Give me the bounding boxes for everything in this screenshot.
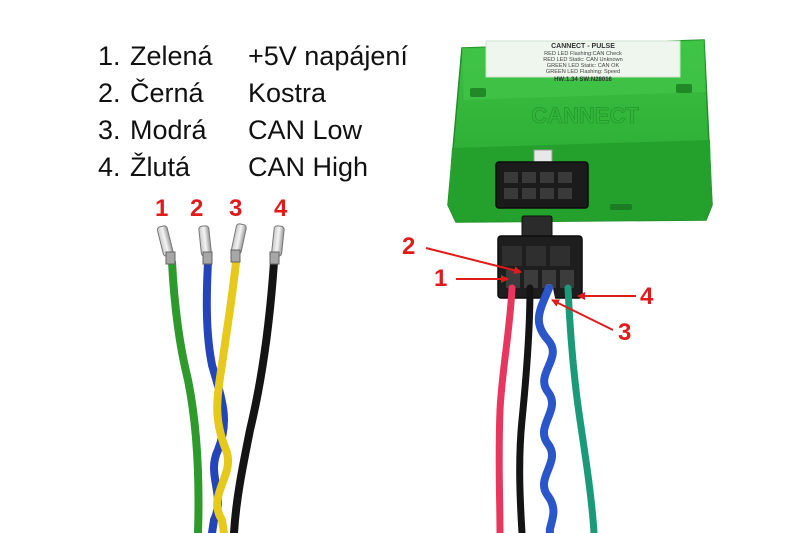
label-version: HW:1.34 SW:N28016 [554,77,612,83]
wire-number-3: 3 [229,195,242,222]
black-wire-harness [516,284,534,533]
legend-signal: +5V napájení [248,41,408,71]
blue-wire-harness [534,284,558,533]
wire-number-1: 1 [155,195,168,222]
wire-number-2: 2 [190,195,203,222]
legend-signal: CAN Low [248,115,363,145]
callout-number-4: 4 [640,283,654,310]
pink-wire [495,284,516,533]
label-line: GREEN LED Static: CAN OK [547,63,620,69]
callout-number-2: 2 [402,233,415,260]
callout-number-3: 3 [618,319,631,346]
connector-plug [497,215,583,299]
legend-number: 2. [98,78,121,108]
label-title: CANNECT - PULSE [551,43,615,50]
legend-signal: CAN High [248,152,369,182]
yellow-wire [213,258,240,533]
callout-arrow-2 [425,247,522,275]
legend-number: 1. [98,41,121,71]
legend-wire-color: Modrá [130,115,207,145]
wire-number-4: 4 [274,195,288,222]
teal-wire [564,284,598,533]
pin-3 [230,223,247,263]
pin-2 [198,225,213,265]
module-socket [495,149,589,209]
label-line: GREEN LED Flashing: Speed [546,69,620,75]
legend-number: 3. [98,115,121,145]
pin-1 [156,225,176,265]
legend-number: 4. [98,152,121,182]
legend-signal: Kostra [248,78,327,108]
embossed-brand: CANNECT [531,103,639,128]
cannect-module: CANNECT CANNECT - PULSE RED LED Flashing… [447,39,713,223]
callout-arrow-3 [551,299,614,331]
label-line: RED LED Static: CAN Unknown [543,57,623,63]
harness-wires [495,284,598,533]
device-label: CANNECT - PULSE RED LED Flashing:CAN Che… [485,40,681,83]
legend-wire-color: Černá [130,78,204,108]
loose-wires: 1 2 3 4 [155,195,288,533]
green-wire [168,258,203,533]
label-line: RED LED Flashing:CAN Check [544,51,622,57]
pin-4 [269,225,285,265]
callout-number-1: 1 [434,265,447,292]
legend-wire-color: Žlutá [130,152,191,182]
legend-wire-color: Zelená [130,41,213,71]
black-wire [230,258,278,533]
callouts: 2 1 4 3 [402,233,654,346]
